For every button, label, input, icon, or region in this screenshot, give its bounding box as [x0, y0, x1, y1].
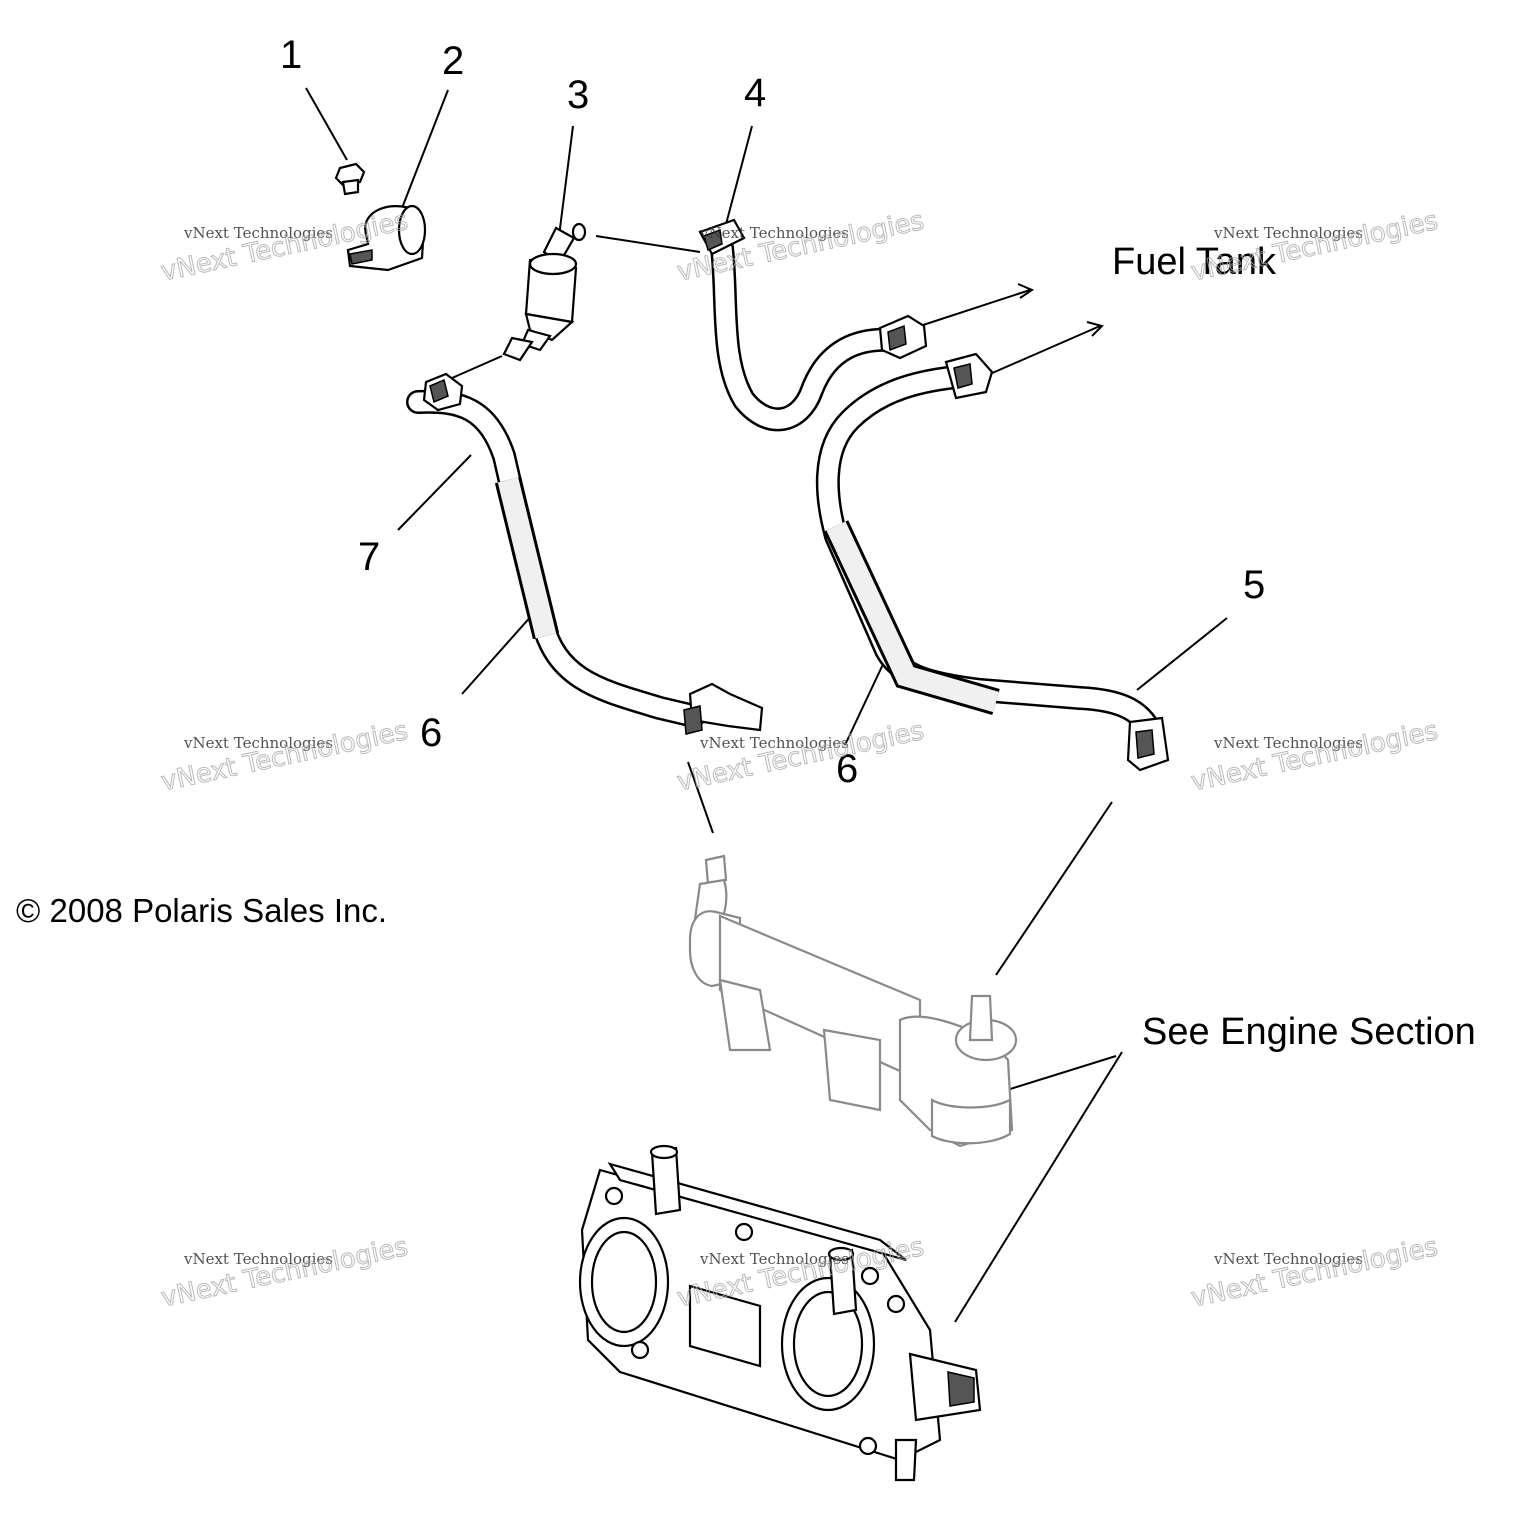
callout-6-right: 6	[836, 747, 858, 791]
leader-lines	[305, 87, 1228, 1323]
watermark-line2: vNext Technologies	[159, 1232, 411, 1314]
watermark-line1: vNext Technologies	[699, 224, 849, 242]
clamp-part	[346, 204, 427, 272]
watermark-line2: vNext Technologies	[1189, 716, 1441, 798]
hose-4-part	[698, 218, 928, 432]
watermark-line1: vNext Technologies	[183, 734, 333, 752]
watermark: vNext Technologies vNext Technologies	[1188, 1231, 1441, 1314]
watermark: vNext Technologies vNext Technologies	[158, 715, 411, 798]
screw-part	[334, 162, 366, 196]
fuel-tank-label: Fuel Tank	[1112, 241, 1277, 283]
watermark-line2: vNext Technologies	[675, 716, 927, 798]
throttle-body-part	[578, 1144, 982, 1482]
callout-6-left: 6	[420, 711, 442, 755]
copyright-text: © 2008 Polaris Sales Inc.	[16, 892, 387, 929]
see-engine-section-label: See Engine Section	[1142, 1011, 1476, 1053]
watermark-line1: vNext Technologies	[1213, 1250, 1363, 1268]
watermark-line2: vNext Technologies	[1189, 1232, 1441, 1314]
watermark-line1: vNext Technologies	[183, 1250, 333, 1268]
watermarks: vNext Technologies vNext Technologies vN…	[158, 205, 1441, 1314]
callout-7: 7	[358, 535, 380, 579]
watermark-line1: vNext Technologies	[1213, 224, 1363, 242]
watermark-line1: vNext Technologies	[699, 734, 849, 752]
watermark-line2: vNext Technologies	[159, 716, 411, 798]
callout-5: 5	[1243, 563, 1265, 607]
callout-1: 1	[280, 33, 302, 77]
fuel-rail-part	[688, 854, 1018, 1148]
hose-6-left-part	[406, 372, 764, 735]
fuel-filter-part	[502, 222, 587, 362]
callout-numbers: 1 2 3 4 5 6 6 7	[280, 33, 1265, 791]
callout-3: 3	[567, 73, 589, 117]
watermark-line1: vNext Technologies	[183, 224, 333, 242]
watermark: vNext Technologies vNext Technologies	[674, 715, 927, 798]
callout-4: 4	[744, 71, 766, 115]
callout-2: 2	[442, 39, 464, 83]
watermark-line1: vNext Technologies	[1213, 734, 1363, 752]
watermark-line1: vNext Technologies	[699, 1250, 849, 1268]
watermark: vNext Technologies vNext Technologies	[1188, 715, 1441, 798]
hose-6-right-part	[815, 352, 1170, 772]
watermark: vNext Technologies vNext Technologies	[158, 1231, 411, 1314]
